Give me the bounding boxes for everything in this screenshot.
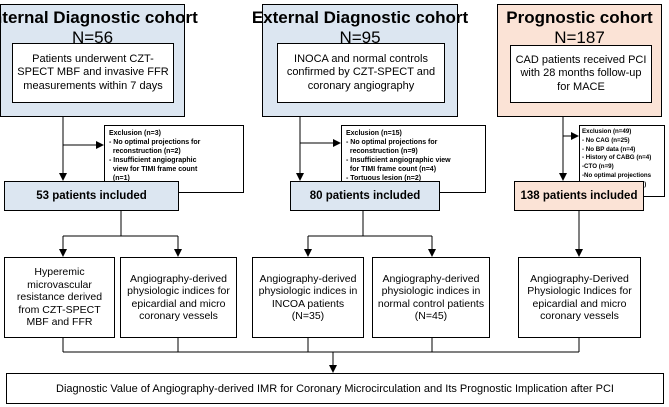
prognostic-outcome-1: Angiography-Derived Physiologic Indices … [518, 257, 641, 338]
internal-included-box: 53 patients included [4, 181, 179, 211]
cohort-n: N=187 [554, 28, 605, 47]
final-conclusion-box: Diagnostic Value of Angiography-derived … [6, 373, 664, 404]
internal-outcome-1: Hyperemic microvascular resistance deriv… [4, 257, 115, 338]
external-cohort-description: INOCA and normal controls confirmed by C… [277, 43, 445, 103]
cohort-title: External Diagnostic cohort [251, 8, 469, 27]
prognostic-cohort-description: CAD patients received PCI with 28 months… [510, 45, 652, 103]
cohort-title: Internal Diagnostic cohort [0, 8, 198, 27]
external-included-box: 80 patients included [290, 181, 440, 211]
cohort-title: Prognostic cohort [506, 8, 653, 27]
cohort-n: N=95 [339, 28, 381, 47]
internal-cohort-description: Patients underwent CZT-SPECT MBF and inv… [12, 43, 174, 103]
external-outcome-2: Angiography-derived physiologic indices … [372, 257, 490, 338]
internal-outcome-2: Angiography-derived physiologic indices … [120, 257, 237, 338]
prognostic-included-box: 138 patients included [514, 181, 644, 211]
cohort-n: N=56 [71, 28, 114, 47]
external-outcome-1: Angiography-derived physiologic indices … [252, 257, 364, 338]
